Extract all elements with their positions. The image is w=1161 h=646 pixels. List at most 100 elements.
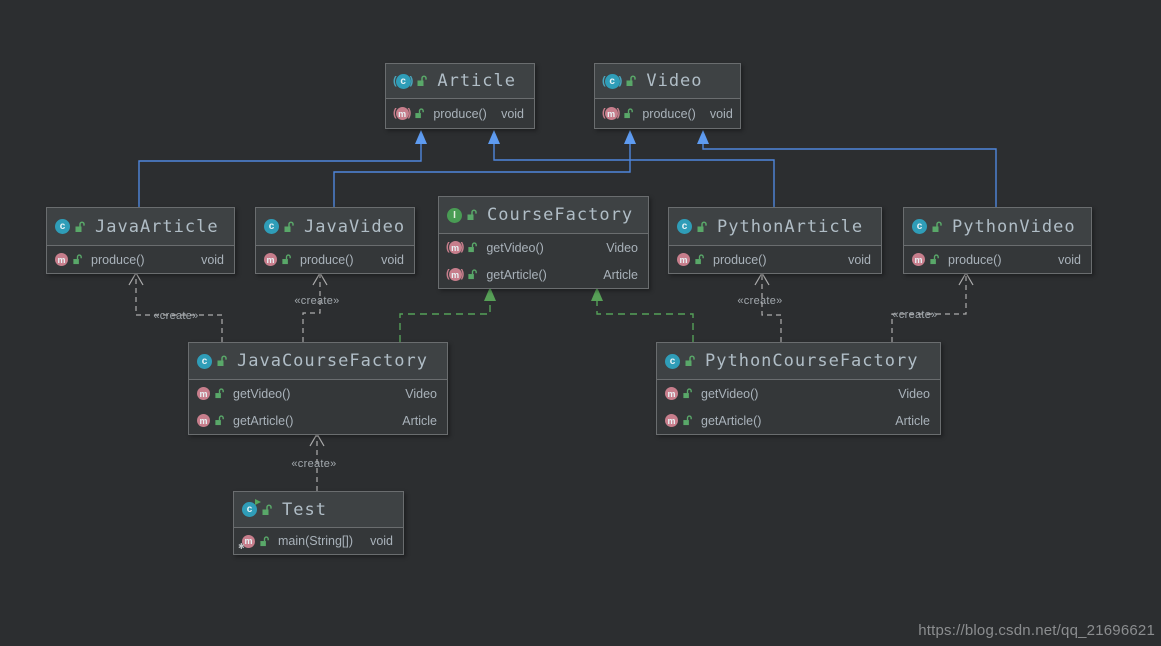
class-header[interactable]: c PythonArticle xyxy=(669,208,881,246)
create-label: «create» xyxy=(153,310,199,322)
uml-node-python-course-factory[interactable]: c PythonCourseFactory m getVideo() Video… xyxy=(656,342,941,435)
class-name: Video xyxy=(646,71,703,91)
edge-pythoncoursefactory-implements-coursefactory[interactable] xyxy=(591,287,694,342)
interface-icon: I xyxy=(447,207,462,223)
method-name: produce() xyxy=(948,252,1002,267)
open-lock-icon xyxy=(217,355,227,366)
method-icon: m xyxy=(197,414,210,427)
class-header[interactable]: c JavaArticle xyxy=(47,208,234,246)
uml-node-course-factory[interactable]: I CourseFactory (m) getVideo() Video (m)… xyxy=(438,196,649,289)
edge-javaarticle-to-article[interactable] xyxy=(138,130,427,207)
open-lock-icon xyxy=(75,220,85,232)
open-lock-icon xyxy=(624,108,634,119)
method-row[interactable]: m produce() void xyxy=(904,246,1091,273)
uml-node-java-article[interactable]: c JavaArticle m produce() void xyxy=(46,207,235,274)
open-lock-icon xyxy=(468,242,478,253)
open-lock-icon xyxy=(697,220,707,232)
uml-node-test[interactable]: c Test m✱ main(String[]) void xyxy=(233,491,404,555)
open-lock-icon xyxy=(415,108,425,119)
method-row[interactable]: m produce() void xyxy=(669,246,881,273)
method-return-type: void xyxy=(1058,252,1081,267)
uml-node-java-course-factory[interactable]: c JavaCourseFactory m getVideo() Video m… xyxy=(188,342,448,435)
edge-pythoncoursefactory-creates-pythonarticle[interactable] xyxy=(754,271,782,342)
class-name: JavaArticle xyxy=(95,216,219,237)
interface-header[interactable]: I CourseFactory xyxy=(439,197,648,234)
run-arrow-icon xyxy=(255,499,261,505)
class-header[interactable]: c JavaCourseFactory xyxy=(189,343,447,380)
class-name: PythonVideo xyxy=(952,216,1076,237)
create-label: «create» xyxy=(892,309,938,321)
class-icon: c xyxy=(197,353,212,369)
edge-javacoursefactory-creates-javaarticle[interactable] xyxy=(128,271,223,342)
method-name: getArticle() xyxy=(486,267,547,282)
static-method-icon: m✱ xyxy=(238,534,255,550)
method-return-type: Article xyxy=(895,413,930,428)
method-row[interactable]: (m) getVideo() Video xyxy=(439,234,648,261)
abstract-class-icon: (c) xyxy=(602,73,623,89)
open-lock-icon xyxy=(282,254,291,265)
class-name: Test xyxy=(282,499,327,520)
method-name: getVideo() xyxy=(701,386,759,401)
open-lock-icon xyxy=(683,415,692,426)
class-name: JavaVideo xyxy=(304,216,406,237)
method-row[interactable]: (m) produce() void xyxy=(595,99,740,128)
edge-pythoncoursefactory-creates-pythonvideo[interactable] xyxy=(891,271,974,342)
method-row[interactable]: m produce() void xyxy=(47,246,234,273)
method-icon: m xyxy=(665,387,678,400)
method-return-type: void xyxy=(201,252,224,267)
edge-pythonvideo-to-video[interactable] xyxy=(697,130,997,207)
method-return-type: void xyxy=(370,534,393,548)
open-lock-icon xyxy=(417,75,428,86)
method-row[interactable]: m✱ main(String[]) void xyxy=(234,528,403,554)
open-lock-icon xyxy=(685,355,695,366)
method-name: getArticle() xyxy=(701,413,762,428)
method-row[interactable]: m getArticle() Article xyxy=(657,407,940,434)
uml-node-python-article[interactable]: c PythonArticle m produce() void xyxy=(668,207,882,274)
method-row[interactable]: m getVideo() Video xyxy=(189,380,447,407)
uml-node-java-video[interactable]: c JavaVideo m produce() void xyxy=(255,207,415,274)
class-name: PythonArticle xyxy=(717,216,864,237)
edge-javavideo-to-video[interactable] xyxy=(333,130,636,207)
method-row[interactable]: m getArticle() Article xyxy=(189,407,447,434)
method-row[interactable]: m getVideo() Video xyxy=(657,380,940,407)
open-lock-icon xyxy=(73,254,82,265)
method-return-type: Video xyxy=(405,386,437,401)
method-name: produce() xyxy=(713,252,767,267)
uml-node-article[interactable]: (c) Article (m) produce() void xyxy=(385,63,535,129)
abstract-method-icon: (m) xyxy=(393,107,412,120)
class-header[interactable]: c PythonVideo xyxy=(904,208,1091,246)
method-return-type: Article xyxy=(603,267,638,282)
method-row[interactable]: (m) getArticle() Article xyxy=(439,261,648,288)
method-row[interactable]: m produce() void xyxy=(256,246,414,273)
open-lock-icon xyxy=(683,388,692,399)
open-lock-icon xyxy=(467,209,477,220)
edge-javacoursefactory-implements-coursefactory[interactable] xyxy=(399,287,496,342)
method-icon: m xyxy=(197,387,210,400)
open-lock-icon xyxy=(262,503,272,515)
class-icon: c xyxy=(677,219,692,234)
class-header[interactable]: (c) Article xyxy=(386,64,534,99)
method-return-type: void xyxy=(709,106,733,121)
class-header[interactable]: c JavaVideo xyxy=(256,208,414,246)
open-lock-icon xyxy=(695,254,704,265)
class-header[interactable]: (c) Video xyxy=(595,64,740,99)
class-name: JavaCourseFactory xyxy=(237,351,428,371)
method-icon: m xyxy=(665,414,678,427)
open-lock-icon xyxy=(215,415,224,426)
method-icon: m xyxy=(55,253,68,266)
abstract-method-icon: (m) xyxy=(446,241,465,254)
method-name: getArticle() xyxy=(233,413,294,428)
class-name: PythonCourseFactory xyxy=(705,351,919,371)
method-name: produce() xyxy=(300,252,354,267)
method-row[interactable]: (m) produce() void xyxy=(386,99,534,128)
create-label: «create» xyxy=(294,295,340,307)
uml-node-video[interactable]: (c) Video (m) produce() void xyxy=(594,63,741,129)
method-icon: m xyxy=(677,253,690,266)
edge-javacoursefactory-creates-javavideo[interactable] xyxy=(302,271,328,342)
edge-pythonarticle-to-article[interactable] xyxy=(488,130,775,207)
uml-node-python-video[interactable]: c PythonVideo m produce() void xyxy=(903,207,1092,274)
class-header[interactable]: c Test xyxy=(234,492,403,528)
class-header[interactable]: c PythonCourseFactory xyxy=(657,343,940,380)
open-lock-icon xyxy=(215,388,224,399)
